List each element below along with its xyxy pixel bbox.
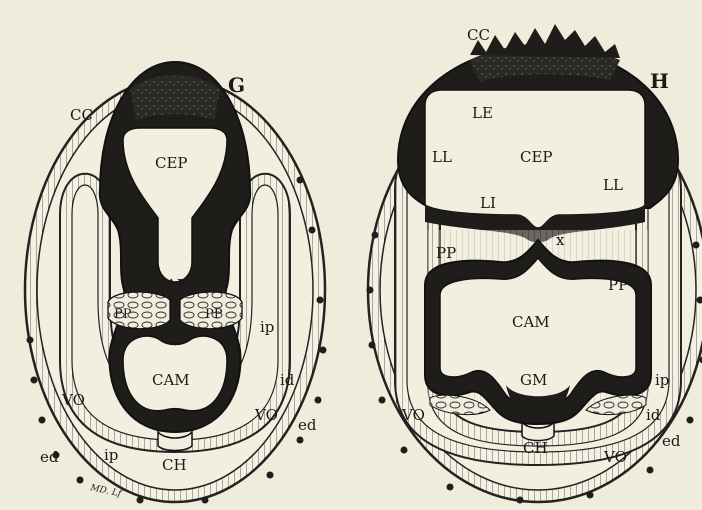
g-label-pp-left: PP — [114, 307, 132, 322]
h-label-ed: ed — [662, 432, 681, 450]
h-label-vo-left: VO — [401, 406, 425, 424]
h-label-gm: GM — [520, 371, 547, 389]
h-label-pp-right: PP — [608, 276, 628, 294]
g-label-ed-right: ed — [298, 416, 317, 434]
g-label-cep: CEP — [155, 154, 188, 172]
g-label-cc: CC — [70, 106, 93, 124]
figure-g: G CC CEP IAP PP PP CAM VO VO ip ip id ed… — [25, 62, 327, 504]
h-label-li: LI — [480, 194, 496, 212]
h-label-pp-left: PP — [436, 244, 456, 262]
h-label-id: id — [646, 406, 661, 424]
h-title: H — [650, 69, 669, 93]
h-label-x: x — [556, 231, 565, 249]
h-label-ch: CH — [523, 439, 548, 457]
h-label-cam: CAM — [512, 313, 550, 331]
h-label-le: LE — [472, 104, 493, 122]
g-label-iap: IAP — [160, 276, 187, 294]
h-label-ip: ip — [655, 371, 669, 389]
h-label-cep: CEP — [520, 148, 553, 166]
g-label-ip-right: ip — [260, 318, 274, 336]
g-label-ip-left: ip — [104, 446, 118, 464]
g-label-cam: CAM — [152, 371, 190, 389]
h-label-vo-right: VO — [603, 448, 627, 466]
g-title: G — [228, 73, 245, 97]
h-label-cc: CC — [467, 26, 490, 44]
g-label-pp-right: PP — [205, 307, 223, 322]
figure-h: H CC LE CEP LL LL LI x PP PP CAM GM VO V… — [367, 24, 702, 504]
h-label-ll-left: LL — [432, 148, 452, 166]
g-label-vo-right: VO — [254, 406, 278, 424]
g-label-ch: CH — [162, 456, 187, 474]
g-label-ed-left: ed — [40, 448, 59, 466]
h-label-ll-right: LL — [603, 176, 623, 194]
g-label-vo-left: VO — [61, 391, 85, 409]
g-label-id: id — [280, 371, 295, 389]
